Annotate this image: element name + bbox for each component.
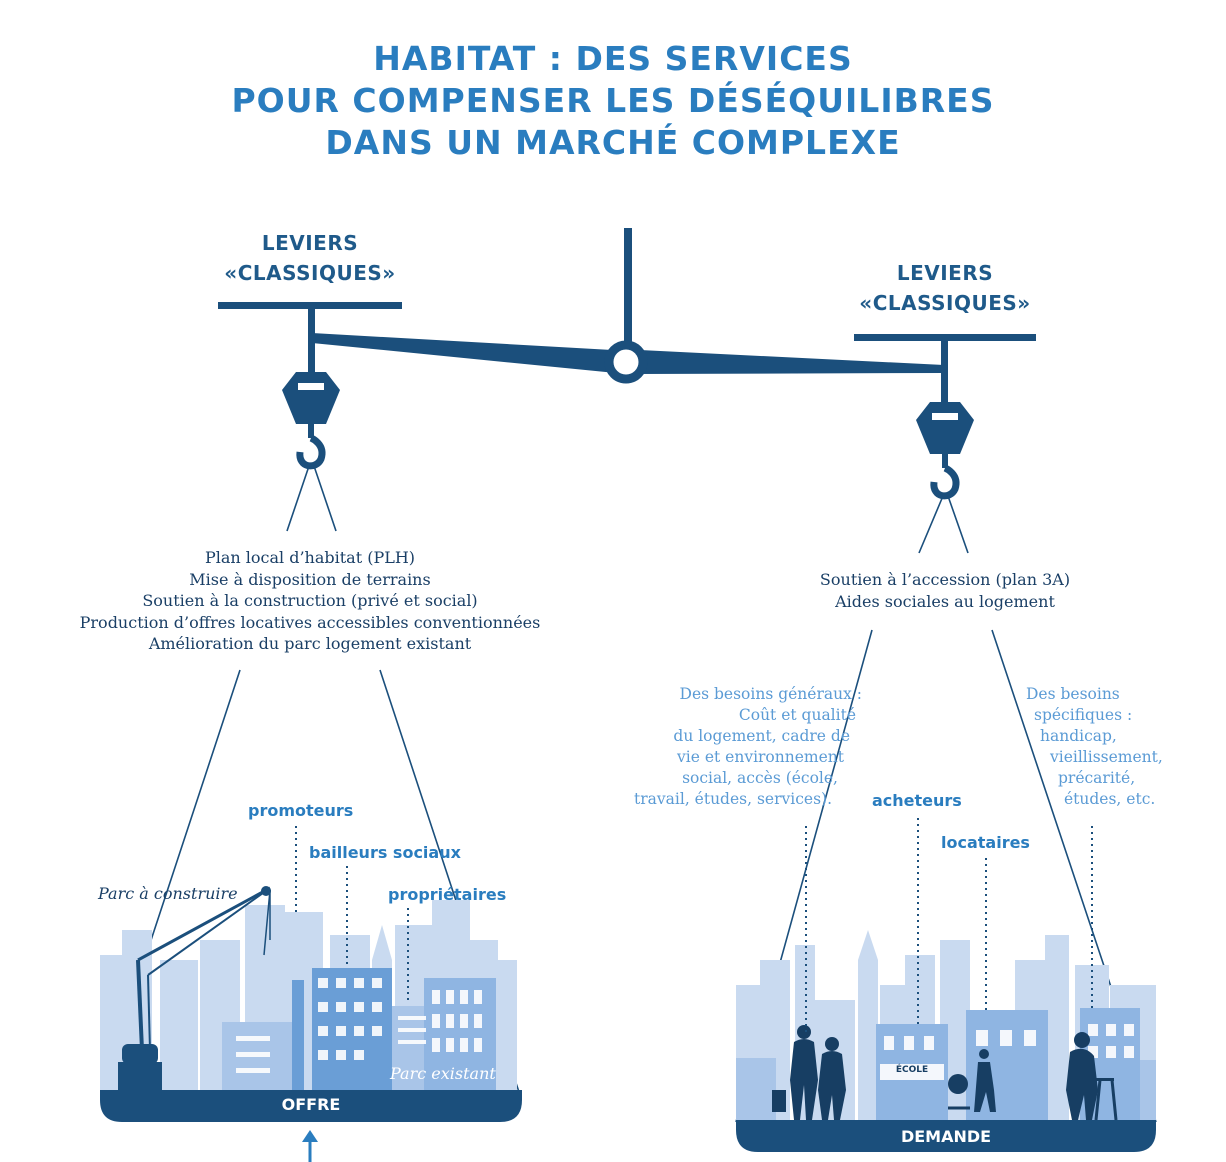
general-needs-line: du logement, cadre de bbox=[673, 727, 850, 745]
bailleurs-label: bailleurs sociaux bbox=[309, 843, 461, 862]
demand-bar-label: DEMANDE bbox=[900, 1127, 992, 1146]
parc-construire-label: Parc à construire bbox=[98, 884, 238, 903]
right-hook-line-b bbox=[947, 495, 969, 554]
right-lever-item: Soutien à l’accession (plan 3A) bbox=[819, 570, 1071, 589]
specific-needs-line: handicap, bbox=[1040, 727, 1117, 745]
page-title: HABITAT : DES SERVICES POUR COMPENSER LE… bbox=[0, 38, 1226, 164]
school-sign: ÉCOLE bbox=[895, 1065, 929, 1075]
title-line-3: DANS UN MARCHÉ COMPLEXE bbox=[325, 123, 901, 162]
right-lever-title-line-1: LEVIERS bbox=[896, 261, 994, 285]
left-lever-item: Production d’offres locatives accessible… bbox=[79, 612, 541, 632]
specific-needs-line: études, etc. bbox=[1064, 790, 1156, 808]
left-lever-item: Plan local d’habitat (PLH) bbox=[204, 548, 416, 567]
left-lever-item: Mise à disposition de terrains bbox=[189, 569, 431, 589]
offer-bar-label: OFFRE bbox=[281, 1095, 341, 1114]
parc-existant-label: Parc existant bbox=[390, 1064, 496, 1083]
general-needs-line: Des besoins généraux : bbox=[679, 685, 862, 703]
crane-hook-icon bbox=[916, 402, 974, 500]
crane-hook-icon bbox=[282, 372, 340, 470]
proprietaires-label: propriétaires bbox=[388, 885, 507, 904]
left-lever-rod bbox=[308, 309, 315, 373]
up-arrow-icon bbox=[302, 1130, 318, 1162]
specific-needs-line: vieillissement, bbox=[1050, 748, 1163, 766]
title-line-1: HABITAT : DES SERVICES bbox=[373, 39, 853, 78]
specific-needs-text: Des besoins spécifiques : handicap, viei… bbox=[1026, 684, 1216, 810]
scale-pivot-icon bbox=[604, 340, 648, 384]
left-hook-line-a bbox=[286, 465, 310, 532]
scale-beam bbox=[312, 333, 626, 374]
left-lever-list: Plan local d’habitat (PLH) Mise à dispos… bbox=[60, 547, 560, 655]
right-lever-title: LEVIERS «CLASSIQUES» bbox=[845, 258, 1045, 318]
left-lever-title-line-1: LEVIERS bbox=[261, 231, 359, 255]
specific-needs-line: spécifiques : bbox=[1034, 706, 1133, 724]
right-lever-title-line-2: «CLASSIQUES» bbox=[859, 291, 1031, 315]
locataires-label: locataires bbox=[941, 833, 1030, 852]
demand-tray bbox=[736, 1120, 1156, 1152]
general-needs-text: Des besoins généraux : Coût et qualité d… bbox=[600, 684, 862, 810]
general-needs-line: social, accès (école, bbox=[682, 769, 838, 787]
left-lever-title: LEVIERS «CLASSIQUES» bbox=[210, 228, 410, 288]
general-needs-line: Coût et qualité bbox=[738, 706, 856, 724]
left-lever-bar bbox=[218, 302, 402, 309]
left-lever-item: Amélioration du parc logement existant bbox=[148, 634, 472, 653]
left-hook-line-b bbox=[313, 465, 337, 532]
right-lever-list: Soutien à l’accession (plan 3A) Aides so… bbox=[795, 569, 1095, 612]
general-needs-line: vie et environnement bbox=[677, 748, 844, 766]
title-line-2: POUR COMPENSER LES DÉSÉQUILIBRES bbox=[231, 81, 995, 120]
people-silhouettes bbox=[772, 1025, 1118, 1121]
acheteurs-label: acheteurs bbox=[872, 791, 962, 810]
right-lever-bar bbox=[854, 334, 1036, 341]
specific-needs-line: précarité, bbox=[1058, 769, 1136, 787]
general-needs-line: travail, études, services). bbox=[634, 790, 832, 808]
specific-needs-line: Des besoins bbox=[1026, 685, 1120, 703]
scale-pole bbox=[624, 228, 632, 350]
crane-icon bbox=[118, 886, 271, 1090]
offer-tray bbox=[100, 1090, 522, 1122]
left-lever-title-line-2: «CLASSIQUES» bbox=[224, 261, 396, 285]
left-lever-item: Soutien à la construction (privé et soci… bbox=[142, 591, 478, 610]
scale-beam-right bbox=[626, 350, 944, 374]
demand-skyline bbox=[736, 930, 1156, 1121]
promoteurs-label: promoteurs bbox=[248, 801, 354, 820]
right-hook-line-a bbox=[918, 495, 944, 554]
right-lever-item: Aides sociales au logement bbox=[835, 591, 1055, 611]
right-lever-rod bbox=[941, 341, 948, 403]
